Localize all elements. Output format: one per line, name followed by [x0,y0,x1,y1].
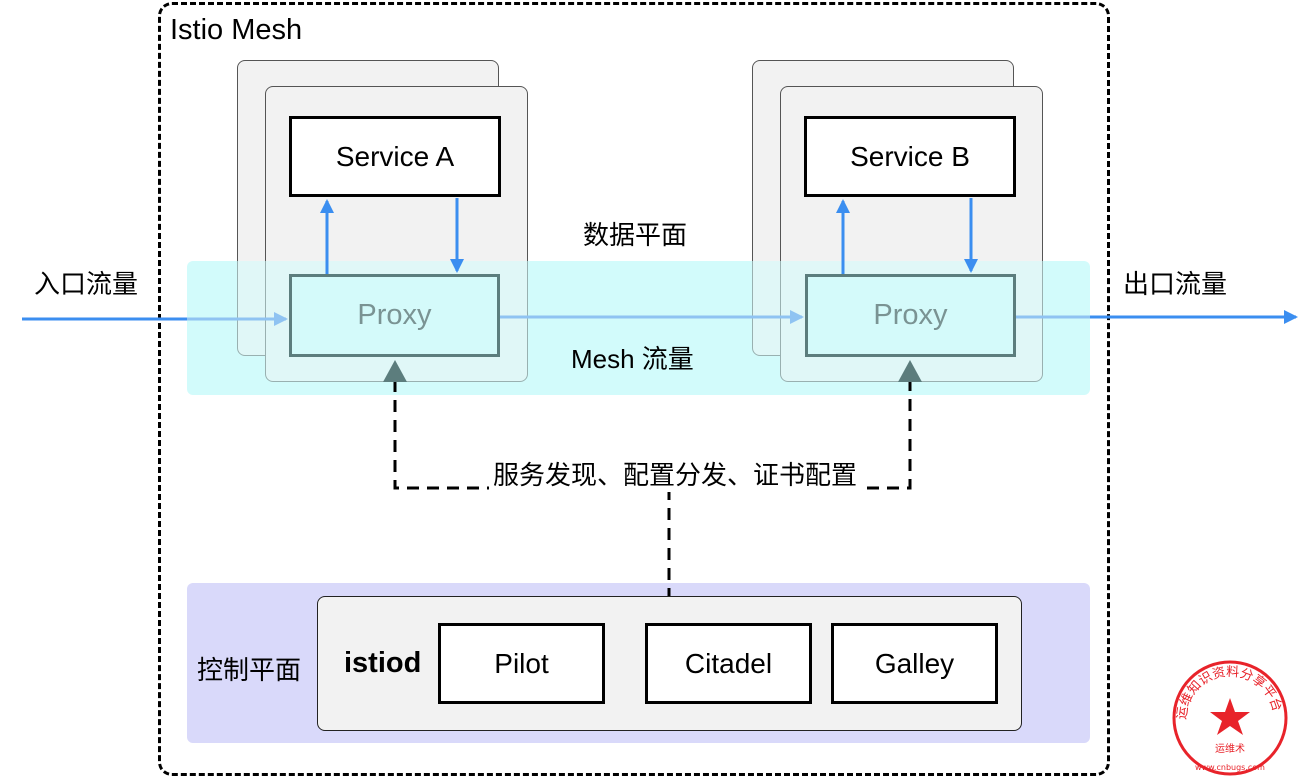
galley-box: Galley [831,623,998,704]
service-b-box: Service B [804,116,1016,197]
service-a-box: Service A [289,116,501,197]
istiod-label: istiod [344,647,422,679]
control-arrow-to-proxy-b [898,360,922,382]
mesh-boundary [158,2,1110,776]
watermark-seal: 运维知识资料分享平台 运维术 www.cnbugs.com [1172,660,1288,776]
mesh-traffic-label: Mesh 流量 [571,344,694,374]
star-icon [1210,698,1250,735]
watermark-subtext: 运维术 [1215,742,1245,755]
proxy-a-box: Proxy [289,274,500,357]
watermark-url: www.cnbugs.com [1195,763,1265,772]
pilot-box: Pilot [438,623,605,704]
citadel-box: Citadel [645,623,812,704]
control-arrow-to-proxy-a [383,360,407,382]
ingress-label: 入口流量 [34,269,139,299]
egress-label: 出口流量 [1123,269,1228,299]
control-link-label: 服务发现、配置分发、证书配置 [489,455,862,492]
control-plane-label: 控制平面 [197,655,302,685]
data-plane-label: 数据平面 [583,220,688,250]
proxy-b-box: Proxy [805,274,1016,357]
mesh-title: Istio Mesh [170,14,303,46]
